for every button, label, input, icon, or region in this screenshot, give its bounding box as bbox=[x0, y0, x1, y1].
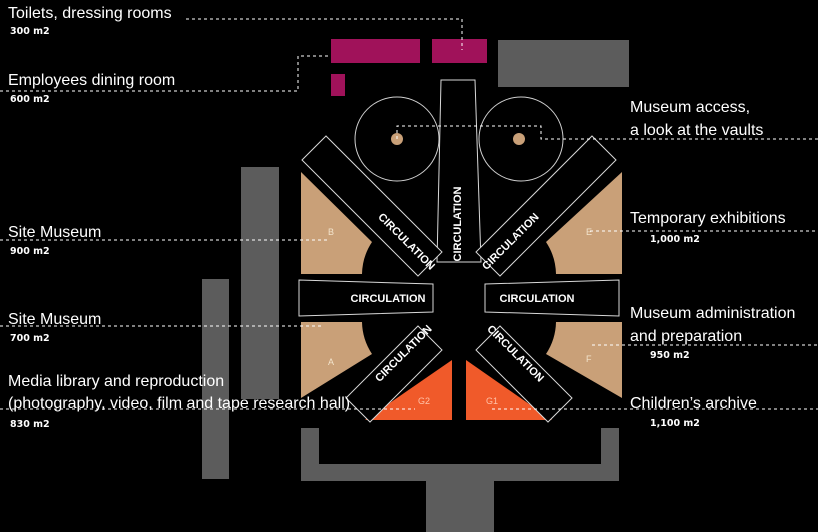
area-media-library: 830 m2 bbox=[10, 419, 50, 430]
label-museum-preparation: and preparation bbox=[630, 328, 743, 345]
toilets-room bbox=[331, 39, 420, 63]
room-a bbox=[301, 322, 372, 398]
room-label-b: B bbox=[328, 227, 334, 237]
area-site-museum-700: 700 m2 bbox=[10, 333, 50, 344]
circulation-corridors bbox=[298, 79, 620, 423]
room-b bbox=[301, 172, 372, 274]
corridor-left bbox=[298, 279, 434, 317]
room-label-g2: G2 bbox=[418, 396, 430, 406]
label-museum-access-vaults: a look at the vaults bbox=[630, 122, 764, 139]
area-employees-dining: 600 m2 bbox=[10, 94, 50, 105]
room-e bbox=[546, 172, 622, 274]
dressing-room bbox=[432, 39, 487, 63]
grey-block-top-right bbox=[498, 40, 629, 87]
leader-lines bbox=[0, 18, 818, 410]
corridor-upper-left bbox=[301, 135, 443, 277]
corridor-lower-right bbox=[475, 325, 573, 423]
service-blocks bbox=[202, 40, 629, 532]
leader-toilets bbox=[186, 18, 463, 50]
area-toilets: 300 m2 bbox=[10, 26, 50, 37]
area-childrens-archive: 1,100 m2 bbox=[650, 418, 700, 429]
circulation-label-left: CIRCULATION bbox=[351, 293, 426, 305]
dining-room bbox=[331, 74, 345, 96]
room-label-e: E bbox=[586, 227, 592, 237]
corridor-lower-left bbox=[345, 325, 443, 423]
label-temporary-exhibitions: Temporary exhibitions bbox=[630, 210, 786, 227]
label-media-library: Media library and reproduction bbox=[8, 373, 225, 390]
label-site-museum-700: Site Museum bbox=[8, 311, 102, 328]
label-museum-access: Museum access, bbox=[630, 99, 751, 116]
corridor-right bbox=[484, 279, 620, 317]
label-site-museum-900: Site Museum bbox=[8, 224, 102, 241]
area-site-museum-900: 900 m2 bbox=[10, 246, 50, 257]
area-museum-administration: 950 m2 bbox=[650, 350, 690, 361]
room-label-g1: G1 bbox=[486, 396, 498, 406]
vault-left bbox=[354, 96, 440, 182]
leader-museum-access bbox=[396, 125, 818, 140]
label-media-library-detail: (photography, video, film and tape resea… bbox=[8, 395, 351, 412]
label-museum-administration: Museum administration bbox=[630, 305, 796, 322]
room-label-a: A bbox=[328, 357, 334, 367]
tan-rooms bbox=[301, 172, 622, 398]
label-toilets: Toilets, dressing rooms bbox=[8, 5, 172, 22]
vault-right-access-dot bbox=[513, 133, 525, 145]
circulation-label-top: CIRCULATION bbox=[452, 186, 464, 261]
room-f bbox=[546, 322, 622, 398]
area-temporary-exhibitions: 1,000 m2 bbox=[650, 234, 700, 245]
label-childrens-archive: Children’s archive bbox=[630, 395, 757, 412]
circulation-label-right: CIRCULATION bbox=[500, 293, 575, 305]
grey-block-bottom-foundation bbox=[301, 428, 619, 532]
corridor-upper-right bbox=[475, 135, 617, 277]
grey-block-left-tall bbox=[241, 167, 279, 399]
grey-block-left-outer bbox=[202, 279, 229, 479]
room-label-f: F bbox=[586, 354, 592, 364]
label-employees-dining: Employees dining room bbox=[8, 72, 176, 89]
magenta-rooms bbox=[331, 39, 487, 96]
leader-dining bbox=[0, 55, 330, 92]
